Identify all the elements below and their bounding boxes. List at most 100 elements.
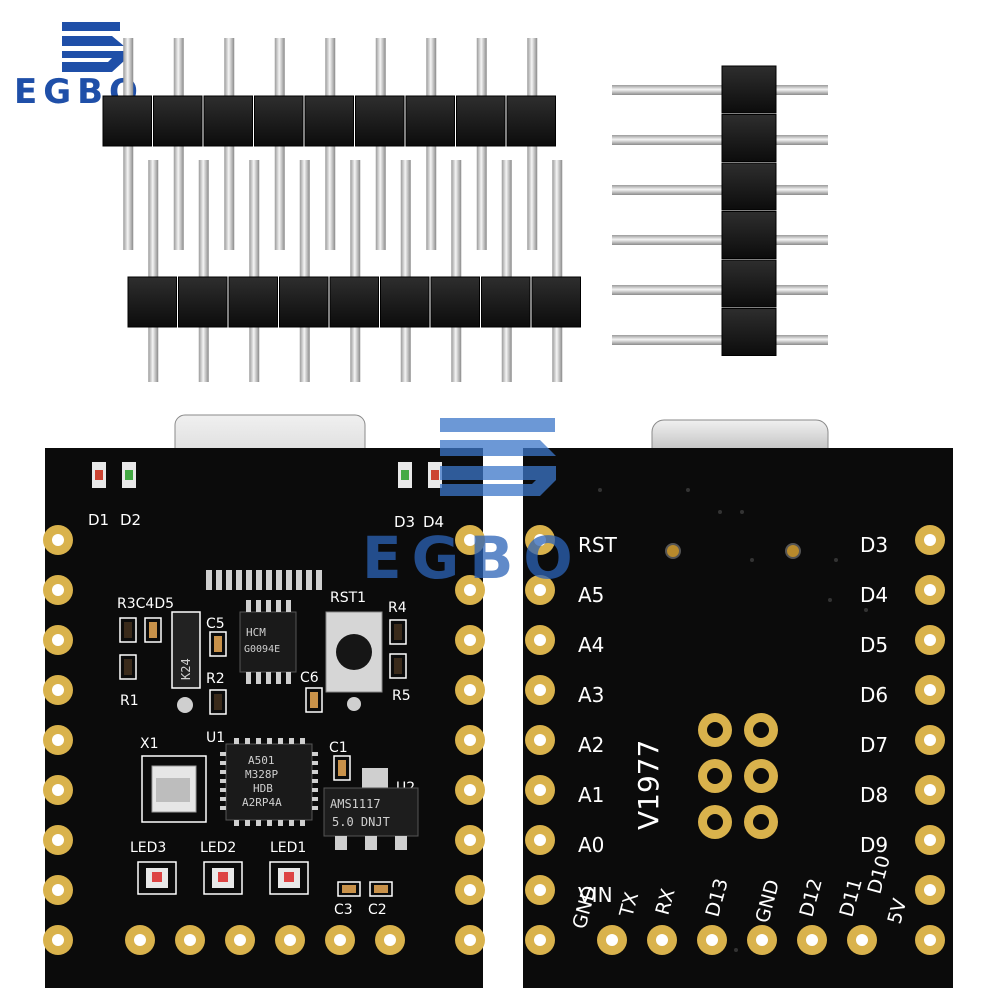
usb-pad	[256, 570, 262, 590]
usb-pad	[316, 570, 322, 590]
usb-pad	[206, 570, 212, 590]
pad-hole	[52, 934, 64, 946]
mcu-chip: A501 M328P HDB A2RP4A	[220, 738, 318, 826]
silk-r4: R4	[388, 600, 407, 616]
pin-header-strip-side	[612, 65, 828, 356]
pin-label-right: D5	[860, 633, 888, 657]
pad-hole	[534, 734, 546, 746]
silk-c5: C5	[206, 616, 225, 632]
smd-capacitor-c3	[337, 881, 361, 897]
pad-hole	[52, 534, 64, 546]
pin-label-left: A4	[578, 633, 604, 657]
header-block	[279, 276, 329, 328]
chip-leg	[220, 761, 226, 765]
header-block	[178, 276, 228, 328]
pad-hole	[464, 734, 476, 746]
via	[834, 558, 838, 562]
pad-hole	[52, 584, 64, 596]
chip-leg	[256, 738, 261, 744]
icsp-hole	[753, 722, 769, 738]
pad-hole	[924, 634, 936, 646]
smd-capacitor-c2	[369, 881, 393, 897]
led-d3	[398, 462, 412, 488]
pad-hole	[464, 634, 476, 646]
pad-hole	[52, 784, 64, 796]
chip-leg	[312, 806, 318, 810]
via	[686, 488, 690, 492]
header-pin	[612, 85, 828, 95]
header-pin	[148, 160, 159, 382]
usb-chip-text-1: HCM	[246, 626, 266, 639]
silk-d1: D1	[88, 511, 109, 529]
header-pin	[400, 160, 411, 382]
silk-c1: C1	[329, 740, 348, 756]
usb-pad	[246, 570, 252, 590]
header-block	[127, 276, 177, 328]
header-pin	[612, 135, 828, 145]
pad-hole	[924, 784, 936, 796]
pad-hole	[924, 734, 936, 746]
via	[734, 948, 738, 952]
mounting-dot-right	[347, 697, 361, 711]
front-board: D1 D2 D3 D4 HCM G0094E R3C4D5 C5 RST1 R4…	[43, 414, 485, 988]
led-3	[137, 861, 177, 895]
usb-pad	[266, 570, 272, 590]
header-pin	[612, 185, 828, 195]
pad-hole	[464, 534, 476, 546]
header-block	[456, 95, 506, 147]
chip-leg	[312, 752, 318, 756]
header-block	[329, 276, 379, 328]
icsp-hole	[753, 814, 769, 830]
voltage-regulator: AMS1117 5.0 DNJT	[323, 768, 419, 850]
icsp-hole	[707, 722, 723, 738]
chip-leg	[300, 738, 305, 744]
board-version: V1977	[632, 740, 665, 830]
pad-hole	[534, 784, 546, 796]
brand-watermark: EGBO	[362, 418, 573, 592]
header-block	[405, 95, 455, 147]
header-block	[355, 95, 405, 147]
pad-hole	[52, 684, 64, 696]
diode-text: K24	[179, 658, 193, 680]
chip-leg	[266, 600, 271, 612]
pad-hole	[534, 684, 546, 696]
header-block	[228, 276, 278, 328]
chip-leg	[234, 820, 239, 826]
led-d2	[122, 462, 136, 488]
pad-hole	[924, 684, 936, 696]
silk-r5: R5	[392, 688, 411, 704]
via	[878, 688, 882, 692]
pad-hole	[924, 534, 936, 546]
pad-hole	[384, 934, 396, 946]
header-pin	[612, 285, 828, 295]
pad-hole	[924, 584, 936, 596]
header-block	[721, 259, 777, 308]
chip-leg	[220, 806, 226, 810]
led-2	[203, 861, 243, 895]
chip-leg	[246, 600, 251, 612]
diode-d5: K24	[171, 611, 201, 689]
header-block	[380, 276, 430, 328]
chip-leg	[267, 820, 272, 826]
front-pcb	[45, 448, 483, 988]
usb-pad	[296, 570, 302, 590]
chip-leg	[312, 761, 318, 765]
pin-label-right: D3	[860, 533, 888, 557]
silk-r2: R2	[206, 671, 225, 687]
chip-leg	[312, 797, 318, 801]
pin-label-left: A3	[578, 683, 604, 707]
pad-hole	[234, 934, 246, 946]
silk-rst1: RST1	[330, 590, 366, 606]
mounting-dot-left	[177, 697, 193, 713]
pad-hole	[464, 934, 476, 946]
chip-leg	[234, 738, 239, 744]
mcu-text-3: HDB	[253, 782, 273, 795]
pad-hole	[534, 634, 546, 646]
pad-hole	[464, 584, 476, 596]
pin-label-right: D9	[860, 833, 888, 857]
chip-leg	[312, 788, 318, 792]
usb-pad	[216, 570, 222, 590]
header-block	[430, 276, 480, 328]
silk-led2: LED2	[200, 840, 236, 856]
